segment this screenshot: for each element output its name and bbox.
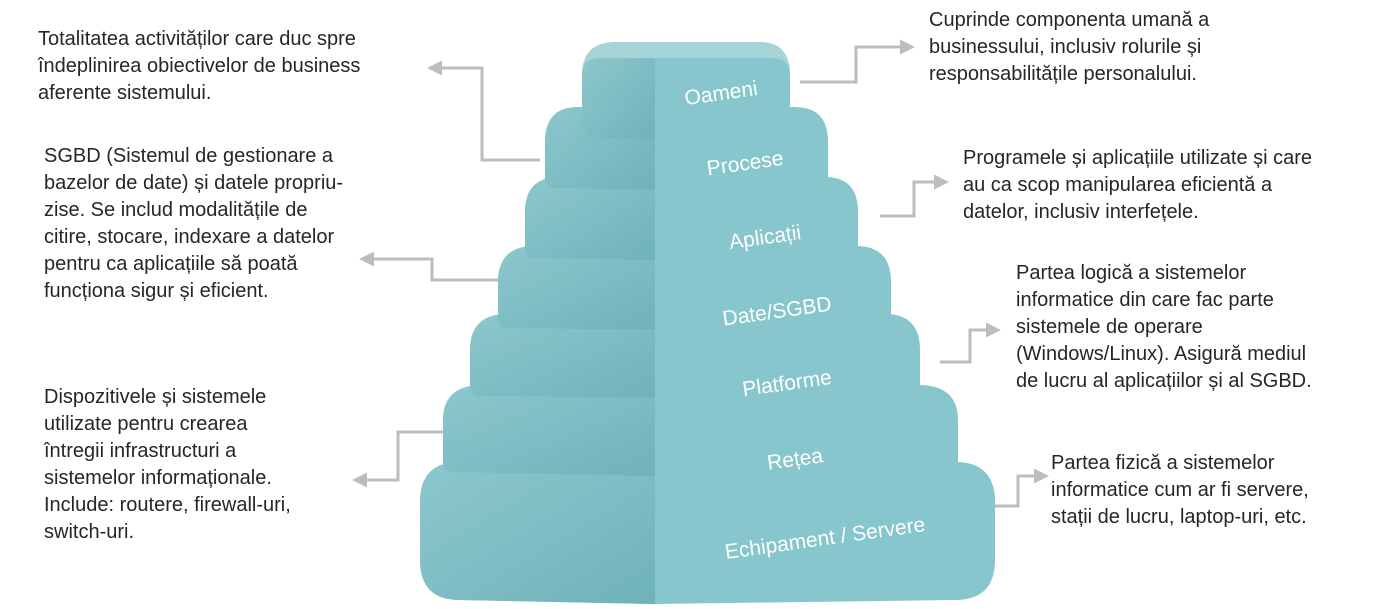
connector-date	[359, 251, 500, 282]
description-platforme: Partea logică a sistemelor informatice d…	[1016, 262, 1312, 392]
connector-procese	[427, 60, 540, 162]
connector-platforme	[940, 322, 1001, 364]
layer-platforme: Platforme	[470, 314, 920, 401]
connectors	[352, 39, 1049, 508]
description-echipament: Partea fizică a sistemelor informatice c…	[1051, 452, 1309, 528]
description-date: SGBD (Sistemul de gestionare a bazelor d…	[44, 145, 344, 302]
layer-aplicatii: Aplicații	[525, 177, 858, 260]
description-retea: Dispozitivele și sistemele utilizate pen…	[44, 386, 291, 543]
connector-echipament	[990, 468, 1049, 508]
layer-date: Date/SGBD	[498, 246, 891, 331]
description-aplicatii: Programele și aplicațiile utilizate și c…	[963, 147, 1313, 223]
connector-oameni	[800, 39, 915, 84]
layer-echipament: Echipament / Servere	[420, 462, 995, 604]
connector-aplicatii	[880, 174, 949, 218]
layer-retea: Rețea	[443, 385, 958, 476]
description-oameni: Cuprinde componenta umană a businessului…	[929, 9, 1210, 85]
description-procese: Totalitatea activităților care duc spre …	[38, 28, 361, 104]
layer-oameni: Oameni	[582, 42, 790, 140]
connector-retea	[352, 430, 445, 488]
